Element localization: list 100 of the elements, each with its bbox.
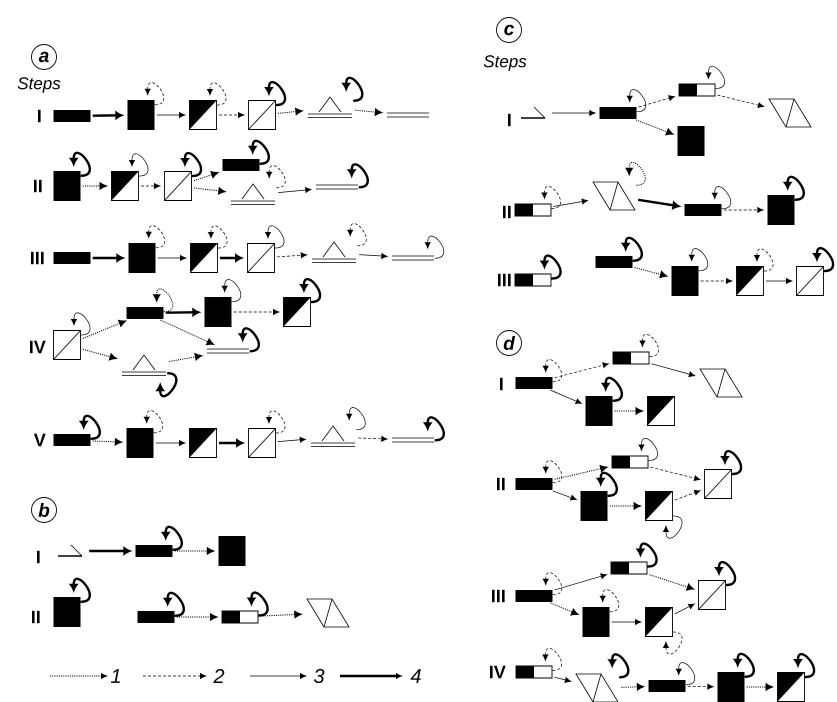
half-filled-bar (610, 562, 648, 574)
half-filled-square (736, 266, 764, 296)
loop-arrow (424, 236, 444, 259)
loop-arrow (754, 248, 774, 272)
loop-arrow (266, 410, 286, 434)
half-filled-bar (514, 204, 552, 216)
solid-block (678, 126, 704, 156)
arrow (218, 439, 244, 447)
half-filled-bar (612, 456, 648, 468)
arrow (651, 363, 696, 378)
loop-arrow (70, 152, 91, 177)
loop-arrow (784, 176, 805, 201)
arrow (554, 676, 572, 683)
solid-bar (54, 434, 90, 446)
solid-block (54, 171, 80, 201)
loop-arrow (688, 248, 708, 272)
triangle-on-lines (308, 96, 352, 118)
loop-arrow (156, 372, 178, 398)
solid-bar (136, 545, 172, 557)
arrow (553, 198, 588, 207)
loop-arrow (342, 76, 364, 102)
loop-arrow (266, 165, 286, 188)
double-line (392, 256, 434, 260)
arrow (554, 362, 609, 378)
arrow (277, 108, 303, 116)
half-filled-square (645, 491, 673, 521)
arrow (648, 574, 694, 591)
solid-bar (648, 680, 686, 692)
legend-number: 2 (213, 669, 224, 683)
double-line (392, 438, 434, 442)
arrow (634, 267, 668, 278)
loop-arrow (129, 154, 148, 176)
arrow (552, 490, 577, 500)
triangle-on-lines (230, 183, 276, 205)
loop-arrow (348, 163, 369, 188)
solid-bar (516, 377, 552, 389)
arrow (92, 438, 122, 446)
arrow (233, 309, 280, 315)
loop-arrow (542, 359, 562, 382)
loop-arrow (347, 223, 367, 246)
arrow (92, 111, 123, 120)
half-filled-square (283, 297, 311, 327)
steps-heading: Steps (18, 77, 60, 93)
row-numeral: III (31, 252, 44, 264)
half-filled-bar (516, 666, 552, 678)
solid-block (128, 243, 156, 273)
panel-letter: c (496, 17, 522, 43)
solid-block (128, 100, 154, 130)
crossed-square (698, 580, 726, 610)
triangle-on-lines (312, 241, 356, 263)
loop-arrow (600, 589, 620, 612)
split-parallelogram (576, 674, 619, 702)
arrow (614, 407, 643, 415)
arrow (155, 440, 186, 446)
solid-bar (600, 107, 636, 119)
panel-letter: d (496, 330, 522, 356)
arrow (611, 619, 642, 625)
arrow (550, 602, 579, 616)
arrow (160, 320, 214, 346)
loop-arrow (721, 450, 742, 476)
half-filled-bar (678, 84, 716, 96)
half-filled-square (111, 171, 139, 201)
solid-bar (596, 256, 632, 268)
loop-arrow (144, 82, 164, 106)
loop-arrow (146, 225, 166, 248)
arrow (278, 187, 312, 193)
loop-arrow (70, 578, 91, 603)
arrow (766, 278, 792, 284)
half-filled-square (190, 243, 218, 273)
loop-arrow (608, 653, 630, 678)
solid-block (204, 297, 232, 327)
half-filled-square (777, 672, 805, 702)
loop-arrow (162, 526, 183, 551)
loop-arrow (602, 376, 623, 402)
split-parallelogram (700, 368, 743, 398)
solid-bar (516, 478, 552, 490)
half-filled-bar (612, 352, 650, 364)
solid-bar (126, 307, 164, 319)
arrow (276, 252, 307, 258)
legend-number: 4 (410, 669, 421, 683)
arrow (358, 436, 388, 442)
arrow (278, 436, 306, 443)
loop-arrow (207, 82, 226, 106)
solid-block (586, 396, 612, 426)
crossed-square (164, 171, 192, 201)
arrow (218, 112, 244, 118)
row-numeral: I (508, 114, 511, 126)
loop-arrow (540, 254, 562, 280)
loop-arrow (300, 278, 322, 304)
arrow (166, 308, 200, 316)
steps-heading: Steps (484, 55, 526, 71)
crossed-square (247, 243, 275, 273)
arrow (746, 683, 773, 691)
loop-arrow (706, 66, 725, 89)
triangle-on-lines (122, 354, 166, 376)
arrow (82, 182, 107, 190)
half-filled-square (647, 396, 675, 426)
split-parallelogram (768, 98, 812, 128)
crossed-square (704, 469, 732, 499)
split-parallelogram (592, 182, 636, 210)
